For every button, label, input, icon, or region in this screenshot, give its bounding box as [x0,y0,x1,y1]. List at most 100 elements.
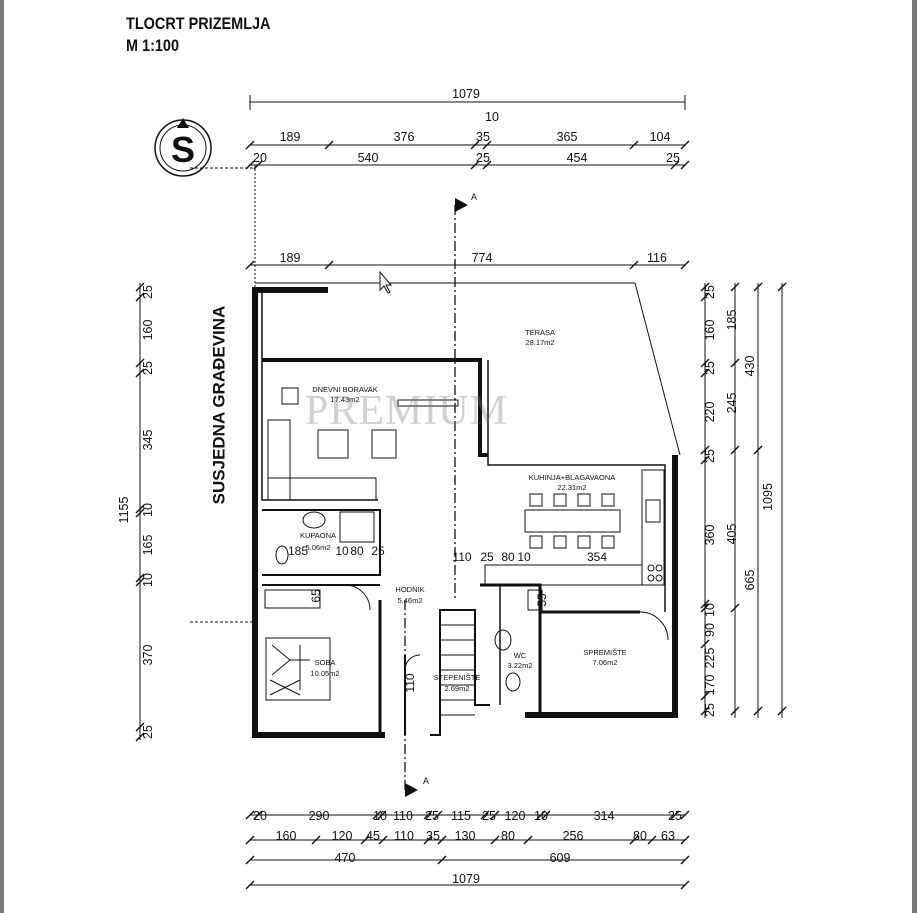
living-furniture [267,387,459,501]
frame-right-border [912,0,917,913]
dim-r1-9: 225 [703,648,717,669]
dim-left-9: 25 [141,725,155,739]
dim-left-total: 1155 [117,497,131,524]
dim-inner-1: 185 [288,544,308,558]
top-dimension-labels: 1079 10 189 376 35 365 104 20 540 25 454… [253,87,680,265]
dim-left-8: 370 [141,645,155,666]
bathroom-fixtures [264,511,669,692]
dim-r1-6: 360 [703,525,717,546]
room-kuhinja-name: KUHINJA+BLAGAVAONA [529,473,616,482]
bottom-dimension-labels: 20 290 10 110 25 115 25 120 10 314 25 16… [253,809,682,886]
dim-bot-r1-10: 314 [594,809,615,823]
section-marker-top: A [471,192,477,202]
frame-left-border [0,0,4,913]
dim-r2-2: 245 [725,393,739,414]
dim-r2-4: 665 [743,570,757,591]
dim-bot-r1-7: 25 [482,809,496,823]
dim-bot-r2-8: 256 [563,829,584,843]
dim-top-r2-1: 189 [280,130,301,144]
dim-inner-3: 80 [350,544,364,558]
dim-bot-r2-9: 80 [633,829,647,843]
dim-bot-r1-3: 10 [373,809,387,823]
dim-inner-7: 80 [501,550,515,564]
section-line-a: A A [404,192,477,797]
dim-left-1: 25 [141,285,155,299]
room-hodnik-name: HODNIK [395,585,424,594]
compass-letter: S [171,129,195,170]
dim-bot-total: 1079 [452,872,480,886]
left-dimension-labels: 25 160 25 345 10 165 10 370 25 1155 [117,285,155,739]
section-marker-bottom: A [423,776,429,786]
dim-r3-1: 430 [743,356,757,377]
dim-r1-1: 25 [703,285,717,299]
dim-r1-4: 220 [703,402,717,423]
dim-r1-11: 25 [703,703,717,717]
scale-label: M 1:100 [126,36,180,55]
dim-top-r3-2: 540 [358,151,379,165]
dim-inner-8: 10 [517,550,531,564]
dim-bot-r1-1: 20 [253,809,267,823]
dim-r1-3: 25 [703,361,717,375]
dim-top-r3-4: 454 [567,151,588,165]
right-dimension-labels: 25 160 25 220 25 360 10 90 225 170 25 18… [703,285,775,717]
dim-bot-r2-6: 130 [455,829,476,843]
dim-r1-5: 25 [703,449,717,463]
dim-top-r2-4: 365 [557,130,578,144]
room-terasa-name: TERASA [525,328,555,337]
dim-bot-r2-4: 110 [394,829,414,843]
dim-bot-r2-1: 160 [276,829,297,843]
dim-bot-r2-3: 45 [366,829,380,843]
room-stepeniste-name: STEPENIŠTE [434,673,481,682]
room-soba-area: 10.05m2 [310,669,339,678]
dim-top-r4-2: 774 [472,251,493,265]
neighbor-building-label: SUSJEDNA GRAĐEVINA [209,305,229,505]
dim-r1-10: 170 [703,675,717,696]
dim-top-r2-2: 376 [394,130,415,144]
room-wc-name: WC [514,651,527,660]
walls [252,282,681,738]
dim-top-total: 1079 [452,87,480,101]
dining-furniture [484,469,665,586]
dim-top-r3-1: 20 [253,151,267,165]
dim-r2-3: 405 [725,524,739,545]
dim-bot-r3-1: 470 [335,851,356,865]
dim-inner-2: 10 [335,544,349,558]
room-wc-area: 3.22m2 [507,661,532,670]
room-terasa-area: 28.17m2 [525,338,554,347]
dim-left-3: 25 [141,361,155,375]
dimension-ticks [135,140,787,890]
dim-bot-r1-9: 10 [534,809,548,823]
dim-bot-r1-6: 115 [451,809,471,823]
room-spremiste-area: 7.06m2 [592,658,617,667]
dim-inner-5: 110 [452,550,471,564]
room-dnevni-name: DNEVNI BORAVAK [312,385,378,394]
drawing-title: TLOCRT PRIZEMLJA M 1:100 [126,13,271,57]
room-soba-name: SOBA [315,658,336,667]
dim-bot-r1-8: 120 [505,809,526,823]
dim-bot-r1-2: 290 [309,809,330,823]
room-stepeniste-area: 2.69m2 [444,684,469,693]
room-kupaona-area: 5.06m2 [305,543,330,552]
room-dnevni-area: 17.43m2 [330,395,359,404]
inner-dimension-labels: 185 10 80 25 110 25 80 10 354 65 55 110 [288,544,607,693]
dim-left-5: 10 [141,503,155,517]
mouse-cursor-icon [379,270,393,294]
dim-left-4: 345 [141,430,155,451]
dim-top-r4-1: 189 [280,251,301,265]
dim-bot-r1-4: 110 [393,809,413,823]
dim-bot-r2-10: 63 [661,829,675,843]
dim-r1-8: 90 [703,623,717,637]
dim-left-2: 160 [141,320,155,341]
top-dimension-lines [139,95,783,886]
stairs [440,624,475,716]
dim-top-r2-5: 104 [650,130,671,144]
dim-top-ten: 10 [485,110,499,124]
dim-bot-r3-2: 609 [550,851,571,865]
room-kupaona-name: KUPAONA [300,531,336,540]
dim-bot-r1-5: 25 [425,809,439,823]
bed-furniture [265,637,331,701]
compass-icon: S [154,118,212,177]
dim-left-7: 10 [141,573,155,587]
dim-top-r4-3: 116 [647,251,667,265]
